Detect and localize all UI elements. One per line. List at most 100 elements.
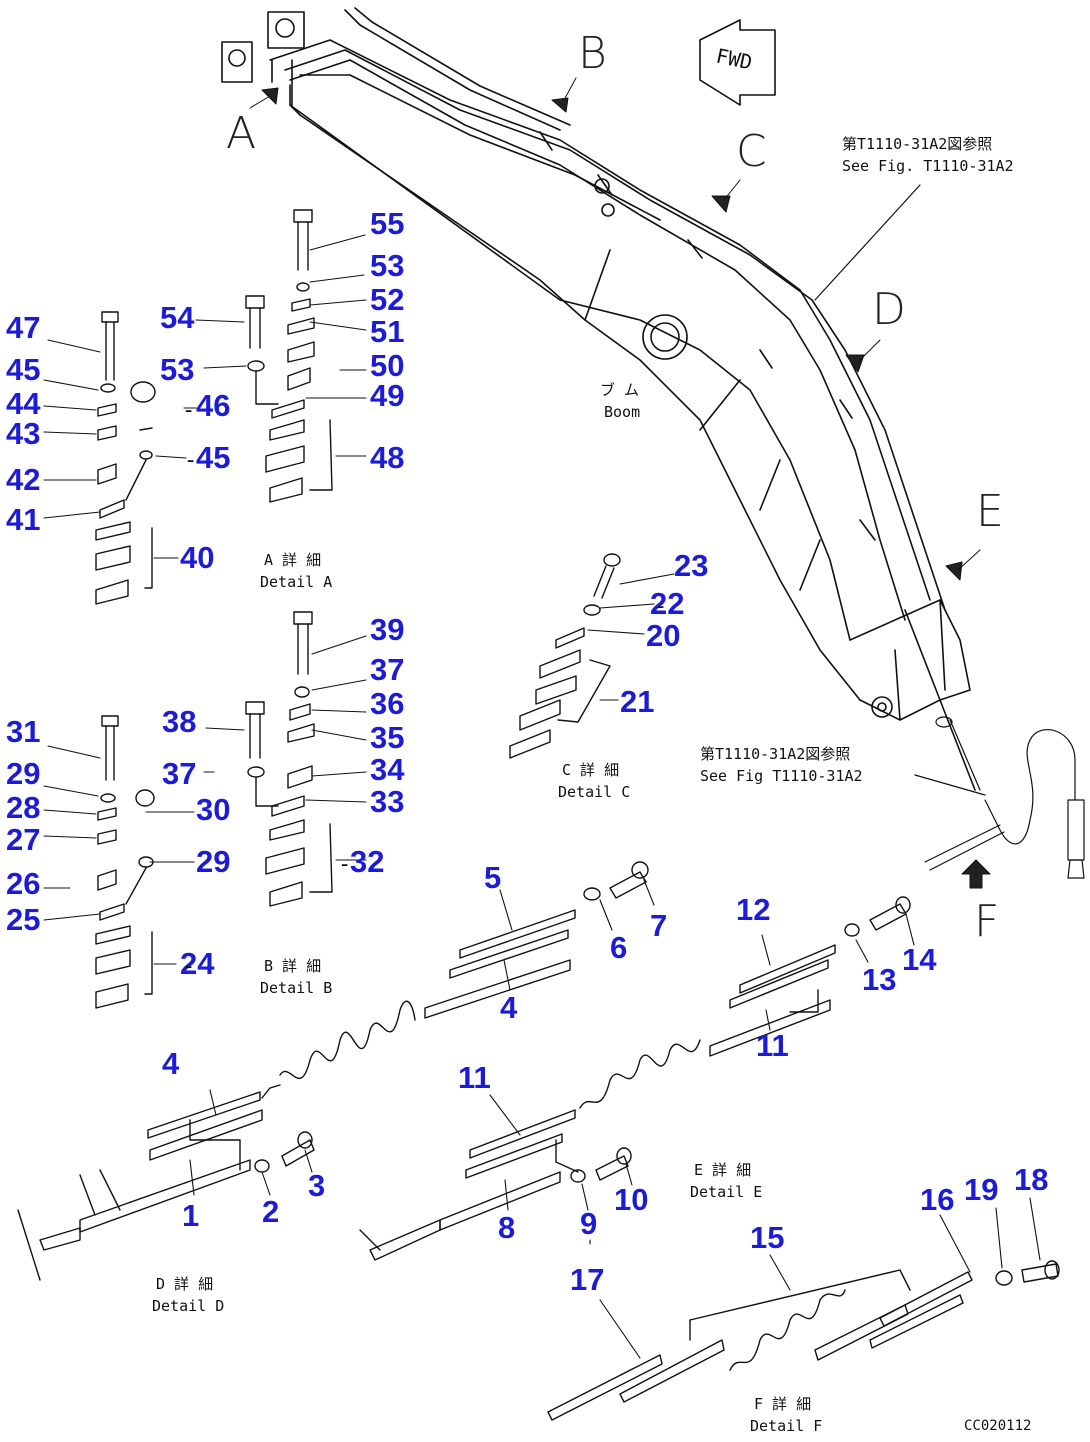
- leader-lines: [43, 234, 1041, 1359]
- fwd-arrow: [699, 19, 776, 106]
- callout-5: 5: [484, 860, 502, 895]
- view-letter-f: F: [974, 896, 1000, 947]
- callout-8: 8: [498, 1210, 516, 1245]
- callout-7: 7: [650, 908, 668, 943]
- view-letter-b: B: [578, 28, 607, 79]
- drawing-code: CC020112: [964, 1418, 1032, 1434]
- callout-45: 45: [6, 352, 41, 387]
- callout-38: 38: [162, 704, 197, 739]
- callout-16: 16: [920, 1182, 955, 1217]
- callout-32: 32: [350, 844, 385, 879]
- callout-26: 26: [6, 866, 41, 901]
- boom-label-en: Boom: [604, 403, 641, 421]
- callout-28: 28: [6, 790, 41, 825]
- dash-mark: -: [182, 398, 196, 423]
- callout-24: 24: [180, 946, 215, 981]
- detail-e-title-jp: E 詳 細: [694, 1161, 752, 1179]
- callout-55: 55: [370, 206, 405, 241]
- callout-11: 11: [458, 1060, 491, 1095]
- callout-12: 12: [736, 892, 771, 927]
- callout-22: 22: [650, 586, 685, 621]
- callout-10: 10: [614, 1182, 649, 1217]
- callout-25: 25: [6, 902, 41, 937]
- callout-2: 2: [262, 1194, 280, 1229]
- callout-39: 39: [370, 612, 405, 647]
- boom-label-jp: ブ ム: [600, 381, 640, 399]
- callout-9: 9: [580, 1206, 598, 1241]
- callout-44: 44: [6, 386, 41, 421]
- detail-c-title-en: Detail C: [558, 783, 631, 801]
- dash-mark: -: [182, 954, 196, 979]
- callout-48: 48: [370, 440, 405, 475]
- callout-34: 34: [370, 752, 405, 787]
- dash-mark: -: [184, 448, 198, 473]
- callout-36: 36: [370, 686, 405, 721]
- callout-47: 47: [6, 310, 41, 345]
- detail-b-title-jp: B 詳 細: [264, 957, 322, 975]
- callout-37: 37: [162, 756, 197, 791]
- detail-e-title-en: Detail E: [690, 1183, 763, 1201]
- reference-note-bottom-jp: 第T1110-31A2図参照: [700, 745, 851, 763]
- callout-46: 46: [196, 388, 231, 423]
- callout-53: 53: [160, 352, 195, 387]
- detail-a-title-jp: A 詳 細: [264, 551, 322, 569]
- view-letter-c: C: [736, 126, 767, 177]
- view-letter-a: A: [226, 108, 257, 159]
- callout-4: 4: [500, 990, 518, 1025]
- callout-33: 33: [370, 784, 405, 819]
- callout-31: 31: [6, 714, 41, 749]
- detail-d-hose: [17, 861, 649, 1281]
- reference-leaders: [814, 184, 1085, 879]
- detail-f-title-jp: F 詳 細: [754, 1395, 812, 1413]
- callout-53: 53: [370, 248, 405, 283]
- callout-1: 1: [182, 1198, 200, 1233]
- callout-40: 40: [180, 540, 215, 575]
- view-letter-d: D: [872, 284, 906, 335]
- callout-14: 14: [902, 942, 937, 977]
- callout-45: 45: [196, 440, 231, 475]
- boom-body: [221, 7, 976, 791]
- callout-35: 35: [370, 720, 405, 755]
- detail-d-title-en: Detail D: [152, 1297, 225, 1315]
- detail-b-parts: [95, 611, 333, 1009]
- callout-37: 37: [370, 652, 405, 687]
- callout-23: 23: [674, 548, 709, 583]
- callout-29: 29: [6, 756, 41, 791]
- callout-3: 3: [308, 1168, 326, 1203]
- callout-54: 54: [160, 300, 195, 335]
- callout-15: 15: [750, 1220, 785, 1255]
- view-letter-e: E: [976, 486, 1004, 537]
- callout-21: 21: [620, 684, 655, 719]
- detail-f-title-en: Detail F: [750, 1417, 823, 1435]
- detail-c-parts: [509, 553, 621, 759]
- dash-mark: -: [338, 852, 352, 877]
- callout-52: 52: [370, 282, 405, 317]
- callout-29: 29: [196, 844, 231, 879]
- view-arrows: [249, 77, 991, 889]
- callout-13: 13: [862, 962, 897, 997]
- callout-30: 30: [196, 792, 231, 827]
- callout-11: 11: [756, 1028, 789, 1063]
- callout-42: 42: [6, 462, 41, 497]
- reference-note-top-en: See Fig. T1110-31A2: [842, 157, 1014, 175]
- detail-b-title-en: Detail B: [260, 979, 333, 997]
- callout-27: 27: [6, 822, 41, 857]
- callout-17: 17: [570, 1262, 605, 1297]
- callout-4: 4: [162, 1046, 180, 1081]
- detail-e-hose: [359, 896, 911, 1261]
- callout-49: 49: [370, 378, 405, 413]
- reference-note-bottom-en: See Fig T1110-31A2: [700, 767, 863, 785]
- callout-41: 41: [6, 502, 41, 537]
- callout-20: 20: [646, 618, 681, 653]
- callout-18: 18: [1014, 1162, 1049, 1197]
- callout-6: 6: [610, 930, 628, 965]
- detail-a-title-en: Detail A: [260, 573, 333, 591]
- callout-50: 50: [370, 348, 405, 383]
- detail-a-parts: [95, 209, 333, 605]
- callout-43: 43: [6, 416, 41, 451]
- callout-51: 51: [370, 314, 405, 349]
- detail-f-hose: [79, 1174, 1060, 1421]
- dash-mark: -: [654, 594, 668, 619]
